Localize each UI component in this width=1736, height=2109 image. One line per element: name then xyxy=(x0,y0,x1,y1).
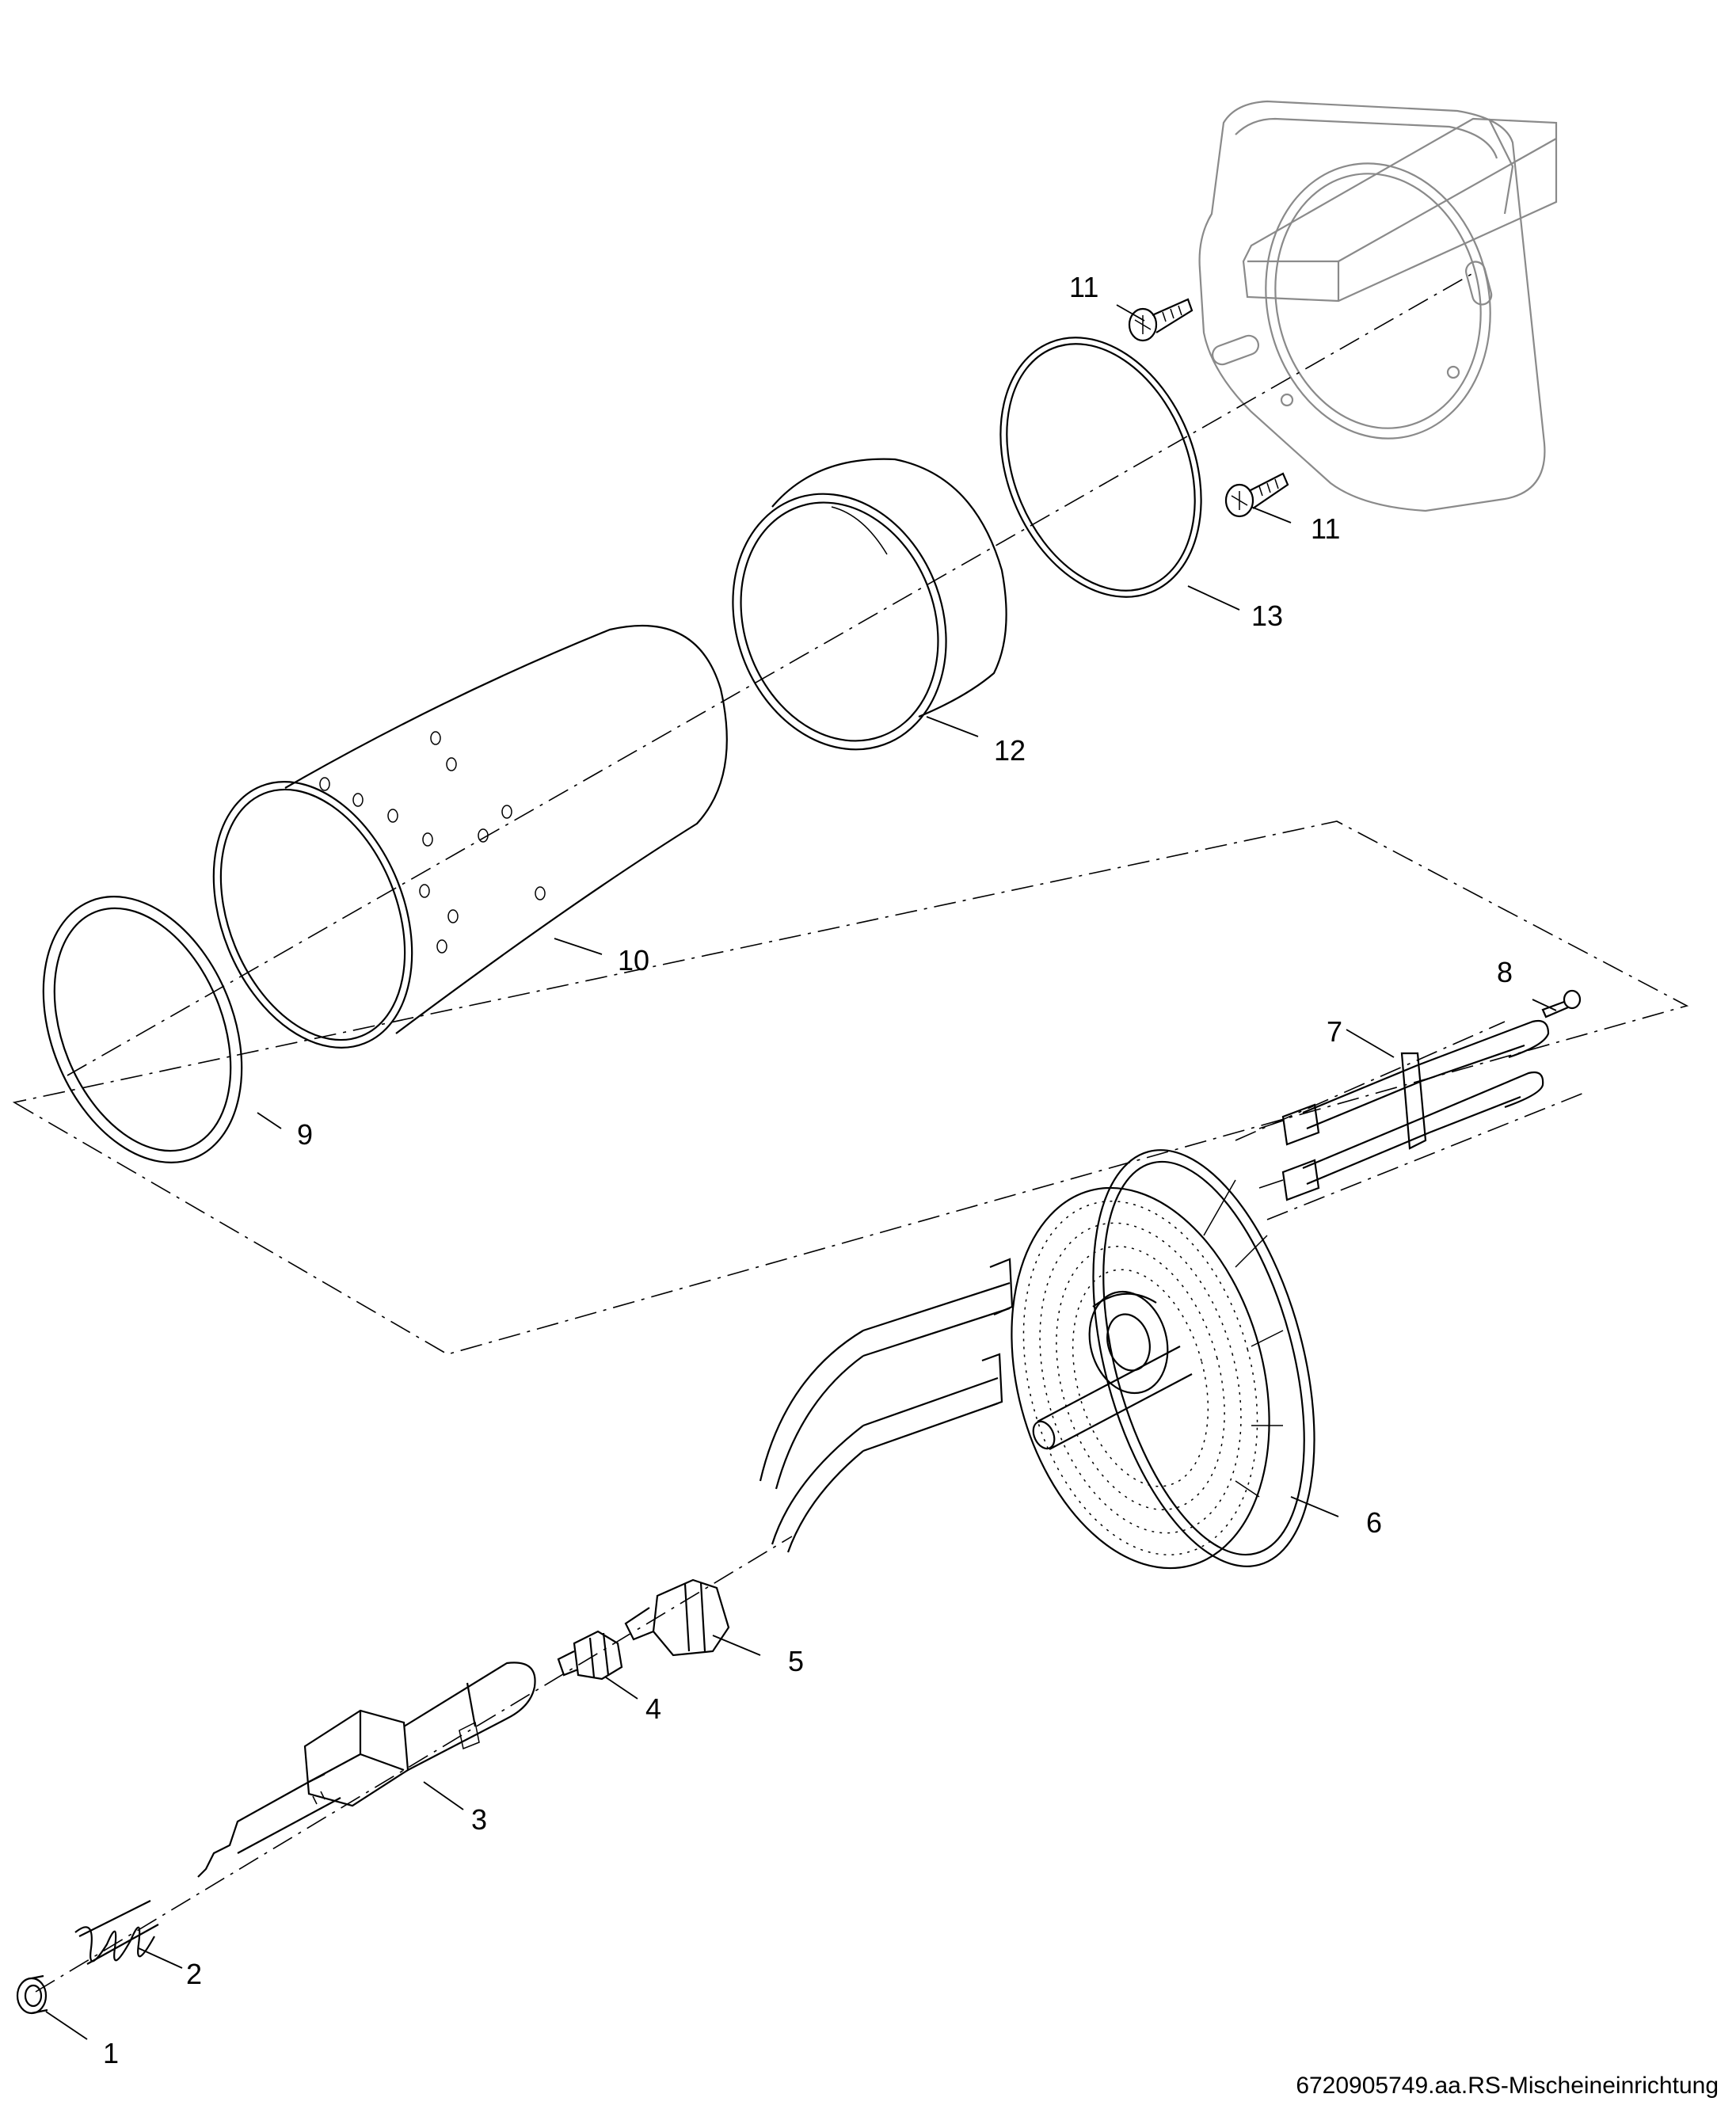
spring-2 xyxy=(74,1900,159,1965)
electrode-axis xyxy=(1235,1021,1585,1220)
assembly-boundary xyxy=(12,820,1689,1355)
oil-nozzle-5 xyxy=(624,1578,730,1657)
callout-10: 10 xyxy=(618,944,649,976)
callout-7: 7 xyxy=(1327,1015,1342,1048)
callout-5: 5 xyxy=(788,1645,804,1677)
callout-6: 6 xyxy=(1366,1506,1382,1539)
upper-center-axis xyxy=(67,272,1474,1076)
callout-2: 2 xyxy=(186,1958,202,1990)
flame-tube-holes xyxy=(319,731,546,954)
flame-sleeve-12 xyxy=(732,458,1007,751)
leader-lines xyxy=(45,304,1557,2040)
callout-11-upper: 11 xyxy=(1069,271,1098,303)
callout-8: 8 xyxy=(1497,956,1513,988)
seal-ring-9 xyxy=(42,896,243,1163)
callout-1: 1 xyxy=(103,2037,119,2069)
callout-12: 12 xyxy=(994,734,1026,767)
mounting-flange xyxy=(1198,100,1558,512)
nozzle-holder-3 xyxy=(197,1662,536,1878)
callout-11-lower: 11 xyxy=(1311,512,1340,545)
screw-8 xyxy=(1541,989,1582,1018)
callout-13: 13 xyxy=(1251,600,1283,632)
lower-center-axis xyxy=(35,1536,793,1993)
washer-1 xyxy=(16,1974,48,2015)
ignition-electrodes-7 xyxy=(1258,1019,1550,1201)
screw-lower xyxy=(1224,472,1289,518)
callout-labels: 1 2 3 4 5 6 7 8 9 10 11 11 12 13 xyxy=(103,271,1513,2069)
figure-caption: 6720905749.aa.RS-Mischeineinrichtung xyxy=(1296,2073,1719,2099)
screw-upper xyxy=(1128,298,1194,342)
mixing-disc-6 xyxy=(759,1149,1315,1570)
callout-9: 9 xyxy=(297,1118,313,1151)
seal-ring-13 xyxy=(999,337,1202,598)
callout-3: 3 xyxy=(471,1803,487,1836)
callout-4: 4 xyxy=(645,1692,661,1725)
flame-tube-10 xyxy=(212,624,728,1049)
nozzle-filter-4 xyxy=(557,1630,623,1681)
